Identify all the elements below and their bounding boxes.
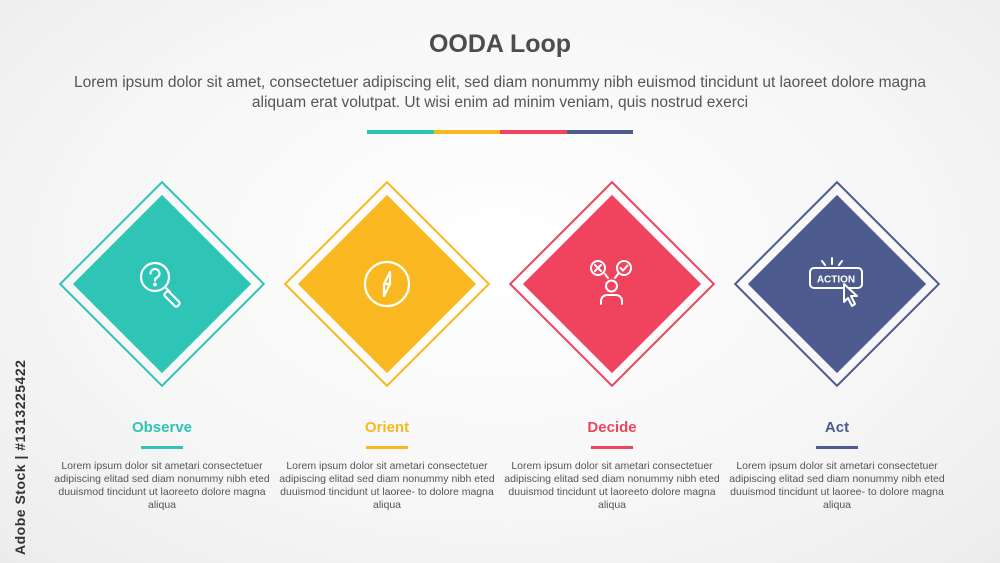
decision-person-icon: [572, 244, 652, 324]
action-icon-text: ACTION: [817, 275, 855, 286]
step-description-orient: Lorem ipsum dolor sit ametari consectetu…: [279, 460, 495, 511]
diamond-decide: [502, 174, 722, 394]
page-subtitle: Lorem ipsum dolor sit amet, consectetuer…: [73, 74, 927, 111]
step-description-decide: Lorem ipsum dolor sit ametari consectetu…: [504, 460, 720, 511]
step-act: ACTION: [727, 174, 947, 394]
step-label-orient: Orient: [364, 419, 410, 436]
divider-segment-decide: [500, 130, 567, 134]
step-label-act: Act: [824, 419, 850, 436]
color-divider: [367, 130, 633, 134]
step-decide: [502, 174, 722, 394]
step-underline-decide: [591, 446, 633, 449]
step-orient: [277, 174, 497, 394]
step-description-observe: Lorem ipsum dolor sit ametari consectetu…: [54, 460, 270, 511]
page-title: OODA Loop: [428, 30, 572, 58]
divider-segment-observe: [367, 130, 434, 134]
magnifier-question-icon: [122, 244, 202, 324]
diamond-observe: [52, 174, 272, 394]
action-button-click-icon: ACTION: [797, 244, 877, 324]
step-observe: [52, 174, 272, 394]
divider-segment-orient: [433, 130, 500, 134]
diamond-orient: [277, 174, 497, 394]
watermark-side-text: Adobe Stock | #1313225422: [12, 359, 28, 555]
compass-icon: [347, 244, 427, 324]
step-label-observe: Observe: [131, 419, 193, 436]
divider-segment-act: [566, 130, 633, 134]
step-label-decide: Decide: [587, 419, 637, 436]
step-description-act: Lorem ipsum dolor sit ametari consectetu…: [729, 460, 945, 511]
step-underline-orient: [366, 446, 408, 449]
step-underline-observe: [141, 446, 183, 449]
diamond-act: ACTION: [727, 174, 947, 394]
step-underline-act: [816, 446, 858, 449]
